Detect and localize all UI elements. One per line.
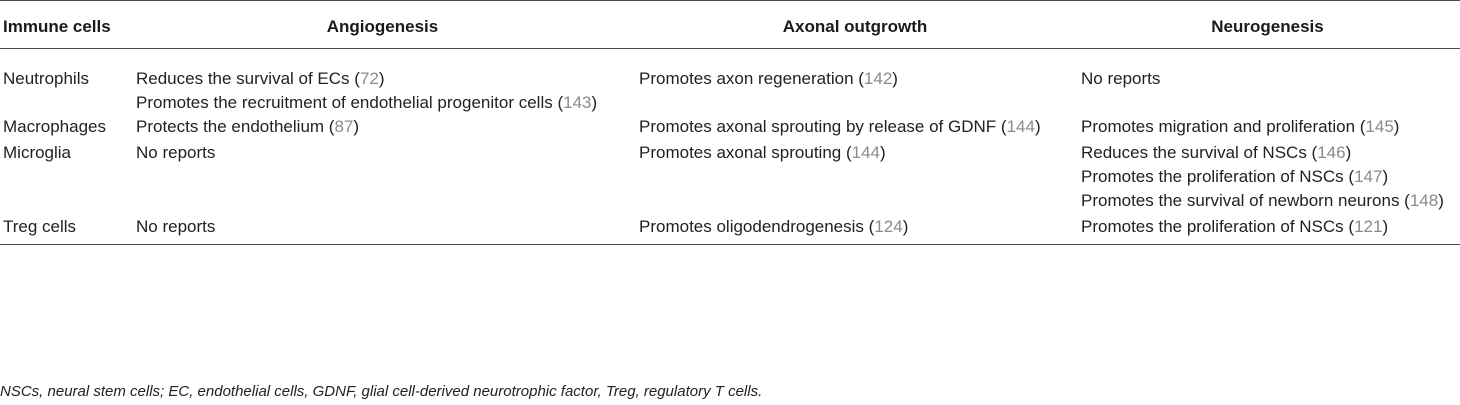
cell-type: Microglia xyxy=(3,143,72,162)
effect-line: Protects the endothelium (87) xyxy=(136,117,360,136)
table-footnote: NSCs, neural stem cells; EC, endothelial… xyxy=(0,383,763,400)
cell-type: Macrophages xyxy=(3,117,107,136)
table-body: Neutrophils Reduces the survival of ECs … xyxy=(0,49,1460,245)
neurogenesis-cell: Promotes migration and proliferation (14… xyxy=(1077,115,1460,139)
effect-line: Promotes the survival of newborn neurons… xyxy=(1081,191,1444,210)
reference-link[interactable]: 144 xyxy=(1006,117,1035,136)
reference-link[interactable]: 146 xyxy=(1317,143,1346,162)
reference-link[interactable]: 148 xyxy=(1409,191,1439,210)
table-row: Neutrophils Reduces the survival of ECs … xyxy=(0,49,1460,116)
effect-line: Promotes axonal sprouting by release of … xyxy=(639,117,1041,136)
neurogenesis-cell: Reduces the survival of NSCs (146) Promo… xyxy=(1077,139,1460,213)
effect-line: Promotes the proliferation of NSCs (147) xyxy=(1081,167,1389,186)
header-row: Immune cells Angiogenesis Axonal outgrow… xyxy=(0,0,1460,49)
header-angiogenesis: Angiogenesis xyxy=(326,17,439,36)
effect-text: Promotes the survival of newborn neurons xyxy=(1081,191,1400,210)
effect-text: Promotes migration and proliferation xyxy=(1081,117,1356,136)
effect-line: Promotes axonal sprouting (144) xyxy=(639,143,886,162)
effect-text: No reports xyxy=(1081,69,1161,88)
effect-text: Promotes the recruitment of endothelial … xyxy=(136,93,553,112)
angiogenesis-cell: Protects the endothelium (87) xyxy=(132,115,635,139)
table-row: Macrophages Protects the endothelium (87… xyxy=(0,115,1460,139)
immune-cells-table: Immune cells Angiogenesis Axonal outgrow… xyxy=(0,0,1460,245)
effect-line: Reduces the survival of ECs (72) xyxy=(136,69,385,88)
neurogenesis-cell: No reports xyxy=(1077,49,1460,116)
reference-link[interactable]: 144 xyxy=(851,143,880,162)
effect-text: Promotes the proliferation of NSCs xyxy=(1081,217,1344,236)
reference-link[interactable]: 121 xyxy=(1354,217,1383,236)
effect-text: Reduces the survival of ECs xyxy=(136,69,350,88)
header-immune-cells: Immune cells xyxy=(3,17,111,36)
angiogenesis-cell: No reports xyxy=(132,139,635,213)
effect-text: Promotes the proliferation of NSCs xyxy=(1081,167,1344,186)
table-row: Microglia No reports Promotes axonal spr… xyxy=(0,139,1460,213)
reference-link[interactable]: 142 xyxy=(863,69,893,88)
effect-text: Promotes oligodendrogenesis xyxy=(639,217,864,236)
effect-text: Promotes axonal sprouting by release of … xyxy=(639,117,997,136)
header-neurogenesis: Neurogenesis xyxy=(1211,17,1324,36)
reference-link[interactable]: 87 xyxy=(334,117,354,136)
reference-link[interactable]: 72 xyxy=(359,69,379,88)
effect-text: No reports xyxy=(136,217,216,236)
reference-link[interactable]: 124 xyxy=(874,217,903,236)
effect-line: Promotes axon regeneration (142) xyxy=(639,69,898,88)
effect-line: Promotes oligodendrogenesis (124) xyxy=(639,217,909,236)
cell-type: Neutrophils xyxy=(3,69,89,88)
axonal-outgrowth-cell: Promotes oligodendrogenesis (124) xyxy=(635,213,1077,245)
axonal-outgrowth-cell: Promotes axon regeneration (142) xyxy=(635,49,1077,116)
table-row: Treg cells No reports Promotes oligodend… xyxy=(0,213,1460,245)
effect-text: Promotes axon regeneration xyxy=(639,69,854,88)
effect-text: No reports xyxy=(136,143,216,162)
effect-text: Promotes axonal sprouting xyxy=(639,143,842,162)
effect-line: Promotes migration and proliferation (14… xyxy=(1081,117,1400,136)
header-axonal-outgrowth: Axonal outgrowth xyxy=(782,17,928,36)
reference-link[interactable]: 147 xyxy=(1354,167,1383,186)
axonal-outgrowth-cell: Promotes axonal sprouting by release of … xyxy=(635,115,1077,139)
angiogenesis-cell: Reduces the survival of ECs (72) Promote… xyxy=(132,49,635,116)
reference-link[interactable]: 143 xyxy=(563,93,592,112)
effect-line: Reduces the survival of NSCs (146) xyxy=(1081,143,1352,162)
cell-type: Treg cells xyxy=(3,217,77,236)
axonal-outgrowth-cell: Promotes axonal sprouting (144) xyxy=(635,139,1077,213)
effect-line: Promotes the proliferation of NSCs (121) xyxy=(1081,217,1389,236)
effect-line: Promotes the recruitment of endothelial … xyxy=(136,93,598,112)
neurogenesis-cell: Promotes the proliferation of NSCs (121) xyxy=(1077,213,1460,245)
effect-text: Reduces the survival of NSCs xyxy=(1081,143,1307,162)
reference-link[interactable]: 145 xyxy=(1365,117,1394,136)
effect-text: Protects the endothelium xyxy=(136,117,325,136)
angiogenesis-cell: No reports xyxy=(132,213,635,245)
table-header: Immune cells Angiogenesis Axonal outgrow… xyxy=(0,0,1460,49)
